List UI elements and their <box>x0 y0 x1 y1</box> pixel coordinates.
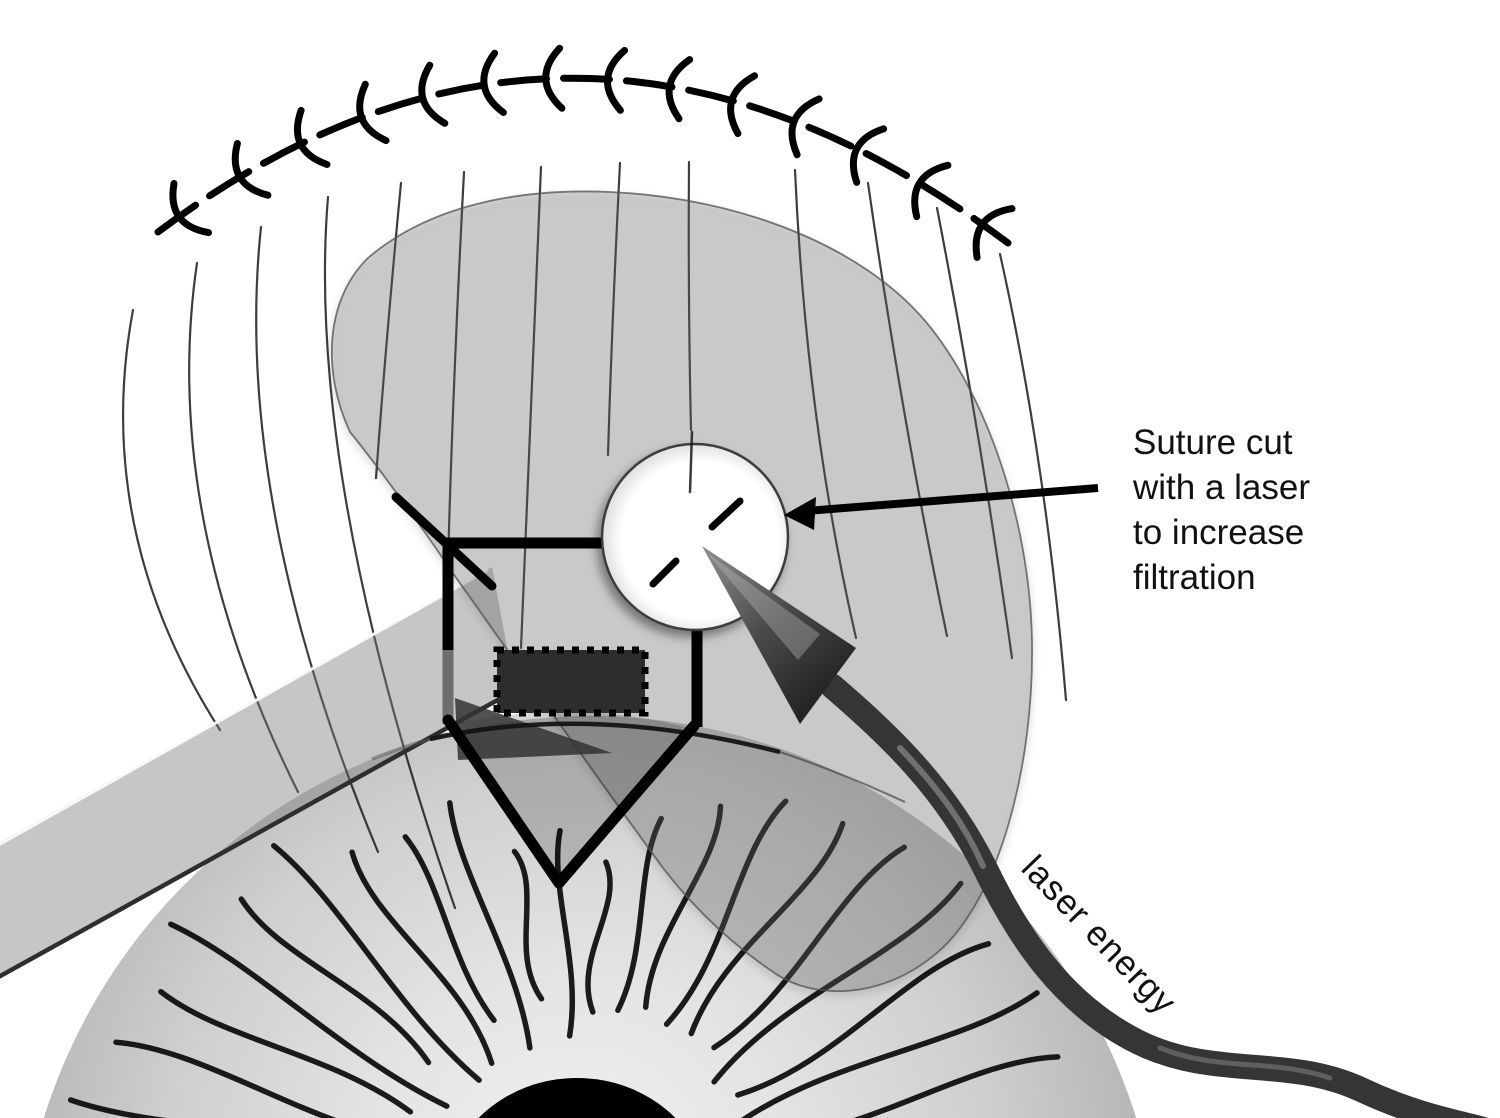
annotation-arrow <box>784 484 1099 530</box>
suture-stitch-mark <box>911 161 952 221</box>
laser-cone <box>702 546 856 724</box>
flap-underside-fill <box>497 650 645 713</box>
suture-cut-label: Suture cut with a laser to increase filt… <box>1133 420 1310 600</box>
suture-stitch-mark <box>788 95 823 159</box>
iris-squiggle <box>447 800 533 1051</box>
iris-squiggle <box>349 849 495 1066</box>
suture-stitch-mark <box>169 180 212 237</box>
laser-probe <box>702 546 1489 1118</box>
iris-squiggle <box>113 1039 337 1118</box>
flap-underside <box>493 646 649 717</box>
sclerostomy-v-outline <box>442 714 700 889</box>
suture-cut-label-line: filtration <box>1133 558 1256 597</box>
suture-stitch-mark <box>231 140 272 199</box>
iris-squiggle <box>585 859 613 1015</box>
suture-stitch-mark <box>480 49 507 116</box>
meridian-in-circle <box>688 430 694 494</box>
flap-shadow-wedge <box>455 698 612 760</box>
curvature-line <box>998 252 1068 702</box>
suture-cut-label-line: with a laser <box>1133 468 1311 507</box>
curvature-line <box>255 225 380 854</box>
suture-stitch-mark <box>604 46 629 114</box>
suture-cut-label-line: to increase <box>1133 513 1305 552</box>
iris-squiggle <box>271 842 482 1083</box>
curvature-line <box>121 308 222 732</box>
suture-stitch-mark <box>972 205 1016 261</box>
laser-cone-highlight <box>706 552 820 660</box>
suture-line <box>154 44 1016 261</box>
laser-cable-sheen <box>897 745 986 869</box>
iris-squiggle <box>67 1097 167 1118</box>
pupil <box>478 1078 676 1118</box>
iris-squiggle <box>735 941 992 1098</box>
iris-squiggle <box>238 896 432 1066</box>
suture-thread <box>154 74 1012 247</box>
annotation-arrowhead-icon <box>784 497 816 530</box>
iris-squiggle <box>402 834 497 1024</box>
suture-stitch-mark <box>665 56 694 123</box>
flap-underside-dotted-border <box>493 646 649 717</box>
iris-squiggle <box>168 921 450 1109</box>
suture-stitch-mark <box>294 106 331 168</box>
intact-corner-suture <box>391 492 497 591</box>
iris-squiggle <box>511 848 545 1002</box>
laser-cable-sheen-2 <box>1157 1045 1333 1081</box>
suture-stitch-mark <box>727 72 758 137</box>
suture-stitch-mark <box>356 80 390 145</box>
iris-squiggle <box>740 990 1040 1118</box>
iris-squiggle <box>853 1054 1061 1118</box>
suture-cut-label-line: Suture cut <box>1133 423 1293 462</box>
iris-squiggle <box>158 988 414 1115</box>
limbus-arc-right <box>779 751 906 803</box>
cut-suture-dash-lower <box>649 557 680 588</box>
curvature-line <box>323 195 457 910</box>
laser-beam-band <box>0 567 515 976</box>
iris-squiggle <box>554 827 576 1039</box>
suture-stitch-mark <box>542 44 566 112</box>
curvature-line <box>188 261 300 794</box>
scleral-flap-outline <box>442 537 703 727</box>
suture-stitch-mark <box>849 125 888 186</box>
cut-suture-dash-upper <box>708 497 744 531</box>
annotation-arrow-shaft <box>805 484 1099 515</box>
laser-beam-top-highlight <box>0 568 489 846</box>
limbus-arc <box>429 721 781 755</box>
suture-stitch-mark <box>418 61 449 127</box>
